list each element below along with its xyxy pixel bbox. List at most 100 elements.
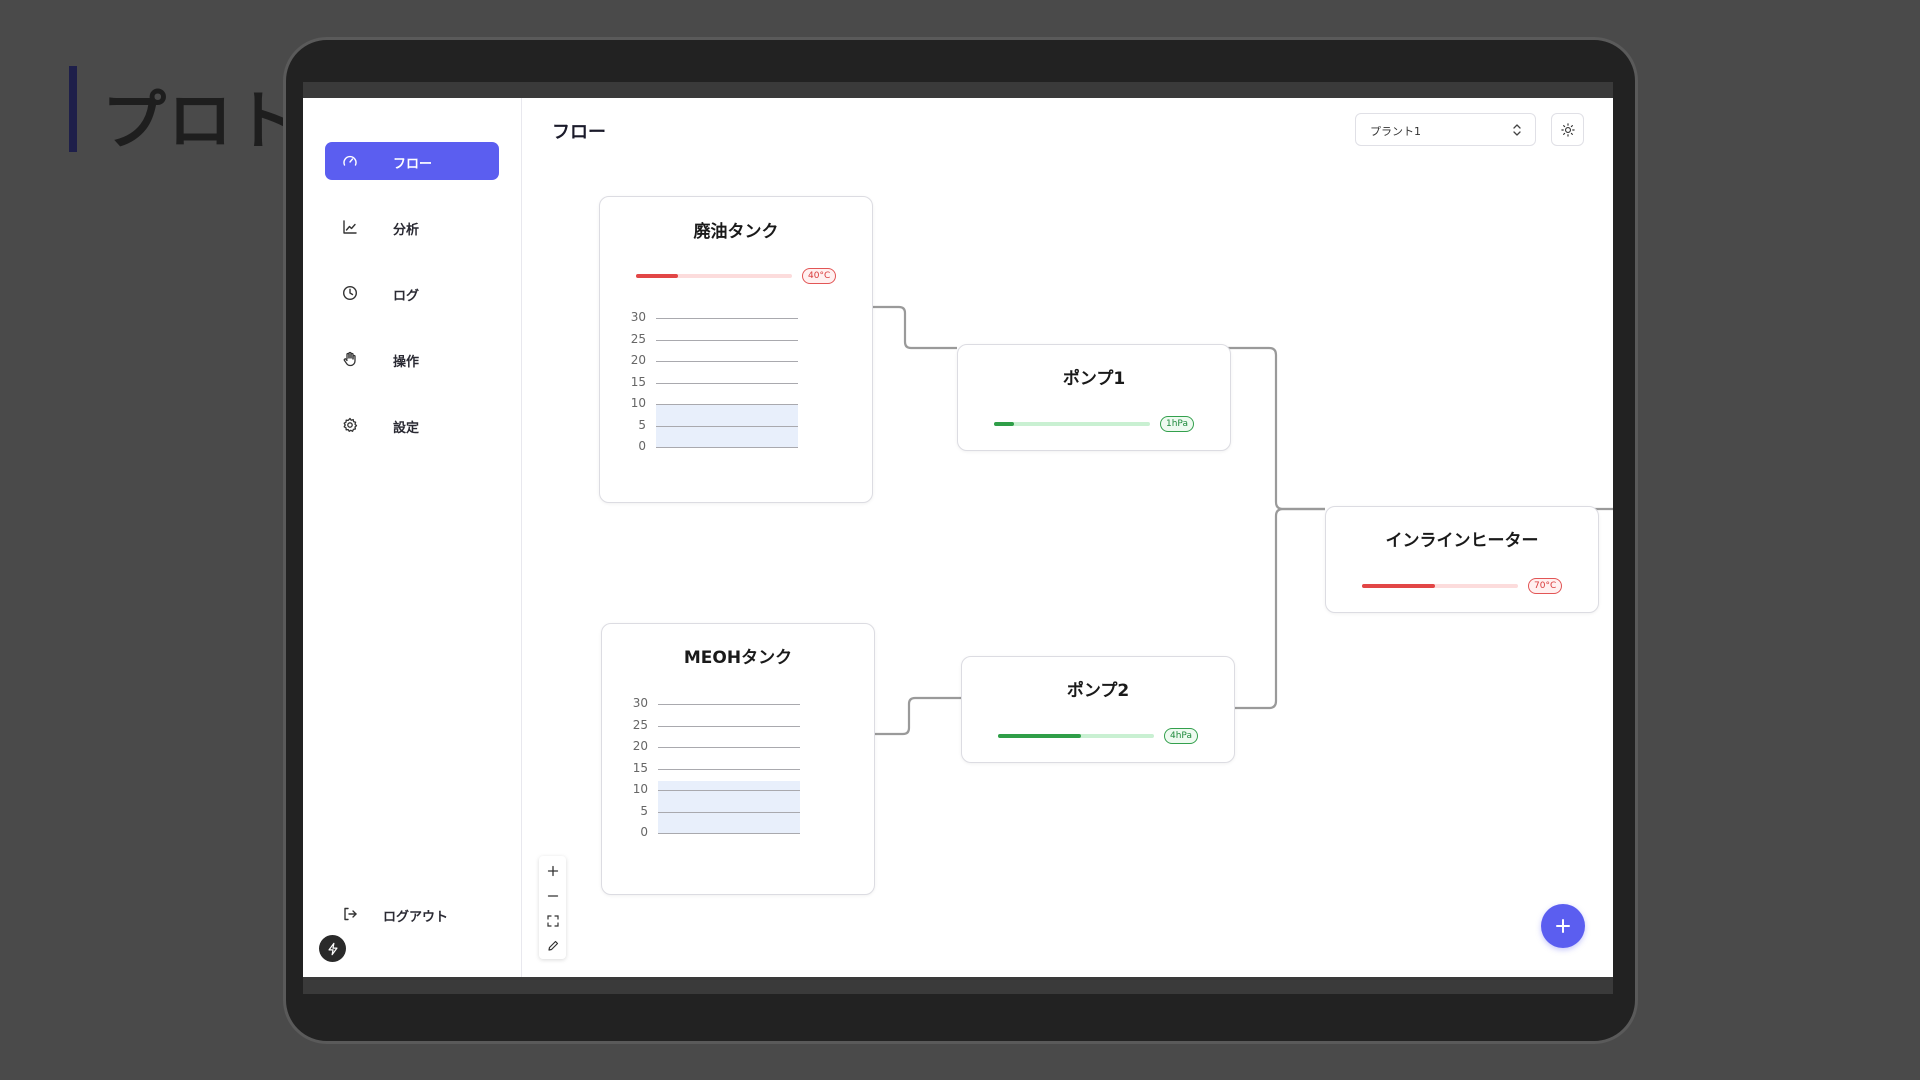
pressure-gauge-fill [998, 734, 1081, 738]
gear-icon [343, 417, 358, 432]
page-title: フロー [552, 122, 606, 143]
pressure-gauge [994, 422, 1150, 426]
gridline [656, 382, 798, 384]
pressure-badge: 4hPa [1164, 728, 1198, 744]
temperature-gauge-fill [636, 274, 679, 278]
minus-icon [547, 894, 558, 897]
y-tick-label: 30 [630, 310, 646, 324]
edge-waste-oil-to-pump1 [869, 305, 957, 350]
gridline [658, 747, 800, 748]
add-node-button[interactable] [1541, 904, 1585, 948]
sidebar-item-label: 設定 [393, 421, 420, 436]
sidebar-item-settings[interactable]: 設定 [325, 406, 499, 444]
temperature-badge: 70°C [1528, 578, 1563, 594]
y-tick-label: 25 [630, 331, 646, 346]
theme-toggle-button[interactable] [1551, 113, 1584, 146]
fit-view-button[interactable] [539, 908, 566, 933]
gridline [656, 447, 798, 448]
pencil-icon [547, 940, 558, 951]
logout-label: ログアウト [383, 910, 449, 925]
node-waste-oil-tank[interactable]: 廃油タンク 40°C 30 25 20 15 10 5 0 [599, 196, 873, 503]
logout-icon [344, 907, 357, 921]
screen-bottom-strip [303, 976, 1613, 994]
node-inline-heater[interactable]: インラインヒーター 70°C [1325, 506, 1599, 613]
y-tick-label: 0 [640, 825, 648, 839]
gridline [658, 790, 800, 791]
gridline [658, 725, 800, 727]
gridline [656, 361, 798, 362]
y-tick-label: 20 [632, 739, 648, 753]
gridline [658, 704, 800, 705]
temperature-badge: 40°C [802, 268, 837, 284]
gridline [658, 811, 800, 813]
y-tick-label: 15 [632, 760, 648, 775]
gridline [656, 425, 798, 427]
sidebar-item-analysis[interactable]: 分析 [325, 208, 499, 246]
temperature-gauge [636, 274, 792, 278]
sidebar-item-label: ログ [393, 289, 420, 304]
pressure-gauge [998, 734, 1154, 738]
sidebar-item-log[interactable]: ログ [325, 274, 499, 312]
node-pump2[interactable]: ポンプ2 4hPa [961, 656, 1235, 763]
sidebar-item-label: フロー [393, 157, 433, 172]
app-screen: フロー 分析 ログ 操作 設定 ログアウト フロー プラント1 [303, 98, 1613, 977]
sidebar-item-label: 分析 [393, 223, 420, 238]
node-title: 廃油タンク [693, 222, 779, 242]
gridline [658, 833, 800, 834]
y-tick-label: 10 [630, 396, 646, 410]
sidebar: フロー 分析 ログ 操作 設定 ログアウト [303, 98, 522, 977]
edge-meoh-to-pump2 [871, 696, 961, 736]
pressure-badge: 1hPa [1160, 416, 1194, 432]
node-title: インラインヒーター [1385, 531, 1539, 551]
gridline [658, 768, 800, 770]
zoom-out-button[interactable] [539, 883, 566, 908]
gridline [656, 318, 798, 319]
y-tick-label: 30 [632, 696, 648, 710]
sidebar-item-label: 操作 [393, 355, 420, 370]
edge-pump1-to-heater [1227, 346, 1325, 511]
sidebar-item-flow[interactable]: フロー [325, 142, 499, 180]
gauge-icon [343, 155, 357, 166]
fullscreen-icon [546, 914, 559, 927]
y-tick-label: 20 [630, 353, 646, 367]
tank-level-chart: 30 25 20 15 10 5 0 [616, 310, 846, 480]
node-meoh-tank[interactable]: MEOHタンク 30 25 20 15 10 5 0 [601, 623, 875, 895]
y-tick-label: 0 [638, 439, 646, 453]
node-title: ポンプ1 [1062, 369, 1126, 389]
chart-line-icon [343, 220, 357, 234]
edge-pump2-to-heater [1231, 507, 1325, 710]
canvas-controls [539, 856, 566, 959]
node-pump1[interactable]: ポンプ1 1hPa [957, 344, 1231, 451]
chevron-up-down-icon [1513, 124, 1521, 136]
gridline [656, 404, 798, 405]
slide-accent-bar [69, 66, 77, 152]
hand-icon [343, 351, 356, 367]
plant-select[interactable]: プラント1 [1355, 113, 1536, 146]
gridline [656, 339, 798, 341]
y-tick-label: 10 [632, 782, 648, 796]
zoom-in-button[interactable] [539, 858, 566, 883]
node-title: MEOHタンク [683, 648, 793, 668]
temperature-gauge [1362, 584, 1518, 588]
sun-icon [1560, 122, 1575, 137]
plus-icon [1556, 919, 1570, 933]
y-tick-label: 5 [638, 417, 646, 432]
screen-top-strip [303, 82, 1613, 98]
flow-edges [869, 305, 1613, 736]
clock-icon [342, 285, 358, 301]
pressure-gauge-fill [994, 422, 1015, 426]
tank-level-fill [658, 781, 800, 833]
y-tick-label: 5 [640, 803, 648, 818]
plus-icon [547, 865, 558, 876]
flow-canvas[interactable]: 廃油タンク 40°C 30 25 20 15 10 5 0 MEOHタンク 30 25 20 15… [523, 158, 1613, 977]
y-tick-label: 25 [632, 717, 648, 732]
tank-level-chart: 30 25 20 15 10 5 0 [618, 696, 848, 866]
edit-mode-button[interactable] [539, 933, 566, 958]
logout-button[interactable]: ログアウト [325, 895, 499, 933]
temperature-gauge-fill [1362, 584, 1436, 588]
sidebar-item-operation[interactable]: 操作 [325, 340, 499, 378]
bolt-icon [327, 942, 338, 955]
y-tick-label: 15 [630, 374, 646, 389]
plant-select-value: プラント1 [1370, 125, 1421, 138]
bolt-button[interactable] [319, 935, 346, 962]
